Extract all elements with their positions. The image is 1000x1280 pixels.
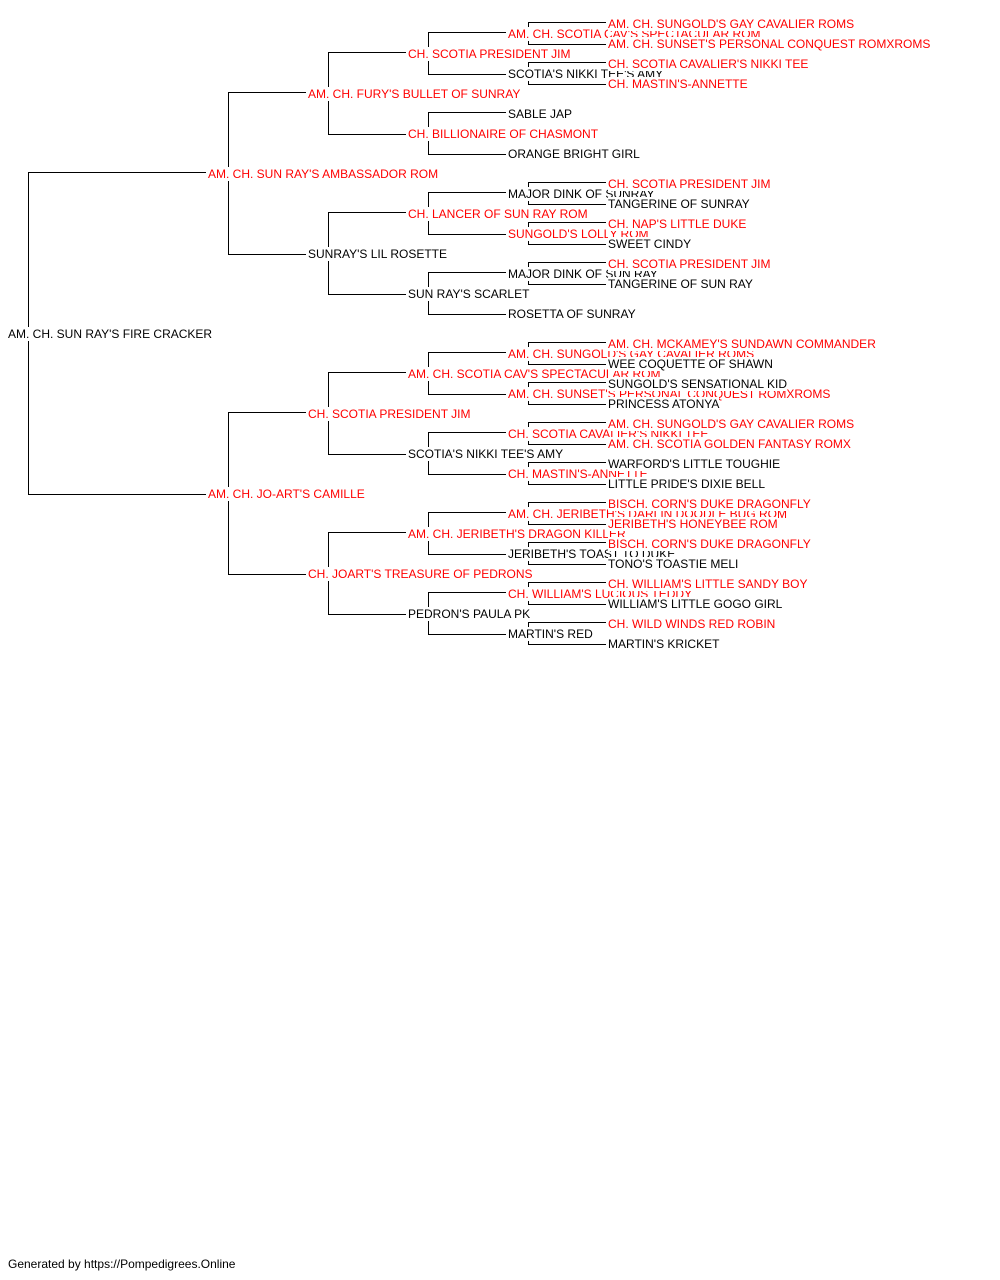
dog-name-gen5-0-am-ch-sungold-s-gay-cavalier-roms[interactable]: AM. CH. SUNGOLD'S GAY CAVALIER ROMS xyxy=(608,17,855,31)
dog-name-gen5-3-ch-mastin-s-annette[interactable]: CH. MASTIN'S-ANNETTE xyxy=(608,77,748,91)
dog-name-gen2-3-ch-joart-s-treasure-of-pedrons[interactable]: CH. JOART'S TREASURE OF PEDRONS xyxy=(308,567,533,581)
dog-name-gen5-24-bisch-corn-s-duke-dragonfly[interactable]: BISCH. CORN'S DUKE DRAGONFLY xyxy=(608,497,811,511)
dog-name-gen5-16-am-ch-mckamey-s-sundawn-commander[interactable]: AM. CH. MCKAMEY'S SUNDAWN COMMANDER xyxy=(608,337,876,351)
dog-name-gen5-25-jeribeth-s-honeybee-rom[interactable]: JERIBETH'S HONEYBEE ROM xyxy=(608,517,778,531)
dog-name-gen5-17-wee-coquette-of-shawn[interactable]: WEE COQUETTE OF SHAWN xyxy=(608,357,773,371)
dog-name-gen5-30-ch-wild-winds-red-robin[interactable]: CH. WILD WINDS RED ROBIN xyxy=(608,617,776,631)
dog-name-gen3-1-ch-billionaire-of-chasmont[interactable]: CH. BILLIONAIRE OF CHASMONT xyxy=(408,127,599,141)
dog-name-gen5-27-tono-s-toastie-meli[interactable]: TONO'S TOASTIE MELI xyxy=(608,557,739,571)
dog-name-gen5-2-ch-scotia-cavalier-s-nikki-tee[interactable]: CH. SCOTIA CAVALIER'S NIKKI TEE xyxy=(608,57,809,71)
dog-name-gen4-3-orange-bright-girl[interactable]: ORANGE BRIGHT GIRL xyxy=(508,147,640,161)
dog-name-gen5-19-princess-atonya[interactable]: PRINCESS ATONYA xyxy=(608,397,720,411)
footer-credit: Generated by https://Pompedigrees.Online xyxy=(8,1257,236,1271)
dog-name-gen5-21-am-ch-scotia-golden-fantasy-romx[interactable]: AM. CH. SCOTIA GOLDEN FANTASY ROMX xyxy=(608,437,851,451)
dog-name-gen5-10-ch-nap-s-little-duke[interactable]: CH. NAP'S LITTLE DUKE xyxy=(608,217,747,231)
dog-name-gen5-20-am-ch-sungold-s-gay-cavalier-roms[interactable]: AM. CH. SUNGOLD'S GAY CAVALIER ROMS xyxy=(608,417,855,431)
dog-name-gen4-15-martin-s-red[interactable]: MARTIN'S RED xyxy=(508,627,593,641)
dog-name-gen5-31-martin-s-kricket[interactable]: MARTIN'S KRICKET xyxy=(608,637,720,651)
dog-name-gen2-1-sunray-s-lil-rosette[interactable]: SUNRAY'S LIL ROSETTE xyxy=(308,247,447,261)
dog-name-gen3-4-am-ch-scotia-cav-s-spectacular-rom[interactable]: AM. CH. SCOTIA CAV'S SPECTACULAR ROM xyxy=(408,367,661,381)
dog-name-gen5-11-sweet-cindy[interactable]: SWEET CINDY xyxy=(608,237,692,251)
dog-name-gen5-9-tangerine-of-sunray[interactable]: TANGERINE OF SUNRAY xyxy=(608,197,750,211)
dog-name-gen5-12-ch-scotia-president-jim[interactable]: CH. SCOTIA PRESIDENT JIM xyxy=(608,257,771,271)
dog-name-gen1-0-am-ch-sun-ray-s-ambassador-rom[interactable]: AM. CH. SUN RAY'S AMBASSADOR ROM xyxy=(208,167,439,181)
dog-name-gen4-2-sable-jap[interactable]: SABLE JAP xyxy=(508,107,573,121)
dog-name-gen5-26-bisch-corn-s-duke-dragonfly[interactable]: BISCH. CORN'S DUKE DRAGONFLY xyxy=(608,537,811,551)
dog-name-gen1-1-am-ch-jo-art-s-camille[interactable]: AM. CH. JO-ART'S CAMILLE xyxy=(208,487,365,501)
dog-name-gen5-28-ch-william-s-little-sandy-boy[interactable]: CH. WILLIAM'S LITTLE SANDY BOY xyxy=(608,577,808,591)
dog-name-gen3-5-scotia-s-nikki-tee-s-amy[interactable]: SCOTIA'S NIKKI TEE'S AMY xyxy=(408,447,564,461)
dog-name-gen2-0-am-ch-fury-s-bullet-of-sunray[interactable]: AM. CH. FURY'S BULLET OF SUNRAY xyxy=(308,87,521,101)
dog-name-gen5-1-am-ch-sunset-s-personal-conquest-romxroms[interactable]: AM. CH. SUNSET'S PERSONAL CONQUEST ROMXR… xyxy=(608,37,931,51)
dog-name-gen3-7-pedron-s-paula-pk[interactable]: PEDRON'S PAULA PK xyxy=(408,607,531,621)
dog-name-gen5-29-william-s-little-gogo-girl[interactable]: WILLIAM'S LITTLE GOGO GIRL xyxy=(608,597,783,611)
dog-name-gen5-22-warford-s-little-toughie[interactable]: WARFORD'S LITTLE TOUGHIE xyxy=(608,457,781,471)
dog-name-gen5-23-little-pride-s-dixie-bell[interactable]: LITTLE PRIDE'S DIXIE BELL xyxy=(608,477,766,491)
dog-name-subject[interactable]: AM. CH. SUN RAY'S FIRE CRACKER xyxy=(8,327,213,341)
dog-name-gen5-18-sungold-s-sensational-kid[interactable]: SUNGOLD'S SENSATIONAL KID xyxy=(608,377,787,391)
dog-name-gen2-2-ch-scotia-president-jim[interactable]: CH. SCOTIA PRESIDENT JIM xyxy=(308,407,471,421)
dog-name-gen4-7-rosetta-of-sunray[interactable]: ROSETTA OF SUNRAY xyxy=(508,307,636,321)
dog-name-gen5-8-ch-scotia-president-jim[interactable]: CH. SCOTIA PRESIDENT JIM xyxy=(608,177,771,191)
dog-name-gen3-3-sun-ray-s-scarlet[interactable]: SUN RAY'S SCARLET xyxy=(408,287,530,301)
dog-name-gen3-0-ch-scotia-president-jim[interactable]: CH. SCOTIA PRESIDENT JIM xyxy=(408,47,571,61)
dog-name-gen5-13-tangerine-of-sun-ray[interactable]: TANGERINE OF SUN RAY xyxy=(608,277,753,291)
dog-name-gen3-6-am-ch-jeribeth-s-dragon-killer[interactable]: AM. CH. JERIBETH'S DRAGON KILLER xyxy=(408,527,626,541)
dog-name-gen3-2-ch-lancer-of-sun-ray-rom[interactable]: CH. LANCER OF SUN RAY ROM xyxy=(408,207,588,221)
